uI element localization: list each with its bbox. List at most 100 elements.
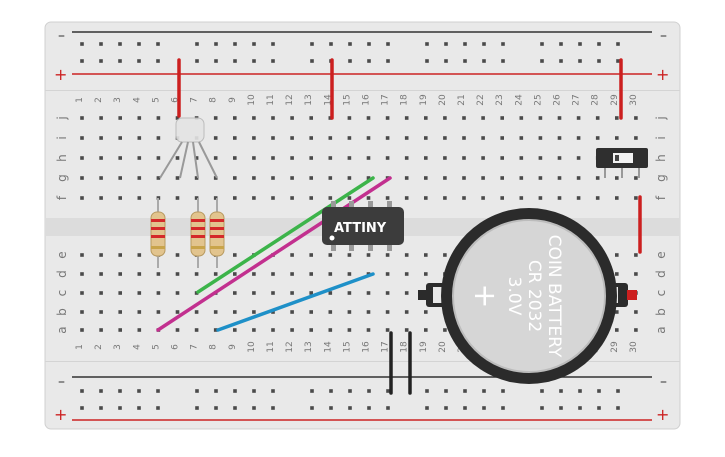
hole <box>576 136 581 140</box>
row-letter: i <box>55 136 69 139</box>
hole <box>615 272 619 276</box>
hole <box>156 59 160 63</box>
hole <box>309 196 313 200</box>
hole <box>404 328 409 332</box>
hole <box>404 196 409 200</box>
column-number: 11 <box>266 94 276 105</box>
hole <box>99 176 103 180</box>
hole <box>634 310 638 314</box>
hole <box>463 389 467 393</box>
hole <box>309 136 313 140</box>
hole <box>271 42 275 46</box>
hole <box>213 272 218 276</box>
column-number: 6 <box>171 344 181 350</box>
column-number: 3 <box>113 97 123 103</box>
hole <box>443 328 447 332</box>
column-number: 14 <box>323 94 333 106</box>
rail-plus-left-top: + <box>54 65 67 84</box>
hole <box>500 196 504 200</box>
resistor-3 <box>209 198 225 268</box>
hole <box>156 389 160 393</box>
hole <box>578 406 582 410</box>
hole <box>616 59 620 63</box>
hole <box>443 156 447 160</box>
hole <box>443 116 447 120</box>
hole <box>99 389 103 393</box>
row-letter: j <box>654 116 668 120</box>
hole <box>137 310 142 314</box>
hole <box>634 253 638 257</box>
hole <box>463 406 467 410</box>
column-number: 27 <box>572 94 582 105</box>
hole <box>463 42 467 46</box>
row-letter: g <box>55 174 69 182</box>
hole <box>290 116 294 120</box>
hole <box>195 406 199 410</box>
row-letter: f <box>654 195 668 200</box>
hole <box>597 42 601 46</box>
hole <box>290 196 294 200</box>
hole <box>194 196 199 200</box>
hole <box>118 176 122 180</box>
hole <box>290 136 294 140</box>
hole <box>444 42 448 46</box>
hole <box>482 59 486 63</box>
row-letter: g <box>654 174 668 182</box>
hole <box>559 42 563 46</box>
rail-divider-bottom <box>45 361 680 362</box>
hole <box>271 272 275 276</box>
column-number: 9 <box>228 97 238 103</box>
row-letter: f <box>55 195 69 200</box>
hole <box>118 389 122 393</box>
hole <box>137 291 142 295</box>
hole <box>482 406 486 410</box>
hole <box>404 156 409 160</box>
column-number: 16 <box>362 94 372 106</box>
hole <box>252 116 256 120</box>
hole <box>175 176 180 180</box>
hole <box>329 406 333 410</box>
hole <box>118 272 122 276</box>
column-number: 29 <box>610 94 620 106</box>
hole <box>404 310 409 314</box>
hole <box>519 156 524 160</box>
hole <box>463 59 467 63</box>
column-number: 18 <box>400 94 410 106</box>
hole <box>194 328 199 332</box>
row-letter: d <box>654 270 668 278</box>
hole <box>462 196 466 200</box>
hole <box>213 116 218 120</box>
hole <box>348 406 352 410</box>
column-number: 5 <box>151 97 161 103</box>
hole <box>290 328 294 332</box>
column-number: 21 <box>457 94 467 105</box>
chip-label: ATTINY <box>334 221 387 236</box>
hole <box>347 328 352 332</box>
hole <box>597 406 601 410</box>
hole <box>424 253 428 257</box>
hole <box>156 406 160 410</box>
column-number: 15 <box>342 341 352 352</box>
battery-label-1: COIN BATTERY <box>544 235 564 358</box>
hole <box>634 196 638 200</box>
hole <box>194 272 199 276</box>
column-number: 3 <box>113 344 123 350</box>
hole <box>366 253 371 257</box>
resistor-2 <box>190 198 206 268</box>
hole <box>194 176 199 180</box>
hole <box>252 42 256 46</box>
row-letter: d <box>55 270 69 278</box>
hole <box>500 136 504 140</box>
hole <box>386 59 390 63</box>
hole <box>347 253 352 257</box>
hole <box>482 42 486 46</box>
hole <box>634 176 638 180</box>
hole <box>99 291 103 295</box>
hole <box>443 253 447 257</box>
column-number: 25 <box>533 94 543 105</box>
hole <box>557 156 562 160</box>
hole <box>118 406 122 410</box>
hole <box>615 136 619 140</box>
hole <box>194 310 199 314</box>
